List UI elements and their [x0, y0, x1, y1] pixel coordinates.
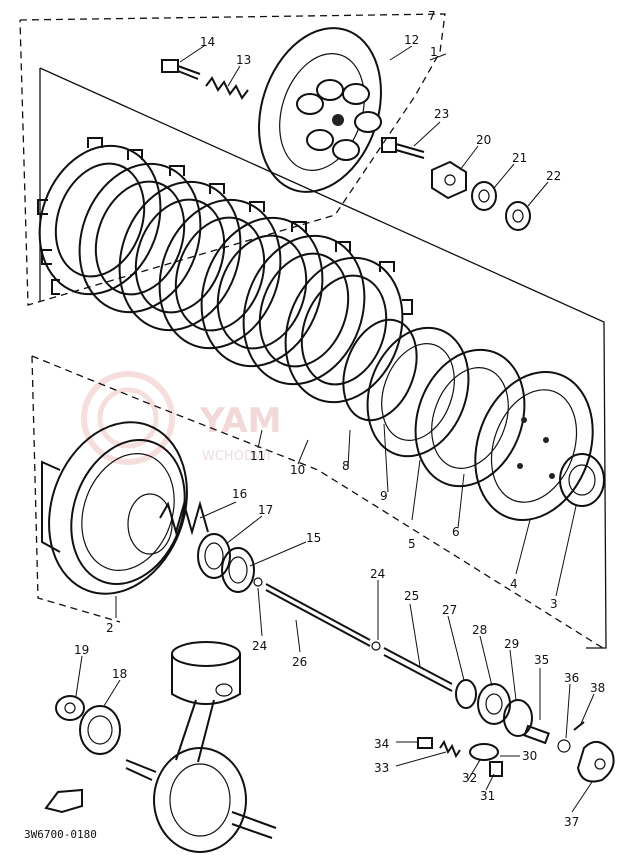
push-rod-long: [253, 577, 453, 692]
label-31: 31: [480, 789, 495, 803]
label-37: 37: [564, 815, 579, 829]
clutch-spring: [205, 76, 249, 100]
watermark-text: YAM: [199, 401, 282, 441]
watermark-subtext: WCHODWI: [202, 449, 271, 464]
crankshaft-piston: [125, 641, 277, 853]
label-26: 26: [292, 655, 307, 669]
pressure-plate: [258, 27, 382, 193]
part-labels: 1 2 3 4 5 6 7 8 9 10 11 12 13 14 15 16 1…: [74, 9, 605, 829]
clutch-housing-frame: [31, 355, 607, 651]
label-4: 4: [510, 577, 518, 591]
label-9: 9: [380, 489, 388, 503]
plain-washer: [505, 201, 531, 231]
label-24a: 24: [370, 567, 385, 581]
watermark: YAM WCHODWI: [81, 371, 282, 465]
thrust-washer: [559, 453, 605, 507]
label-25: 25: [404, 589, 419, 603]
label-21: 21: [512, 151, 527, 165]
label-2: 2: [106, 621, 114, 635]
label-7: 7: [428, 9, 436, 23]
label-36: 36: [564, 671, 579, 685]
label-15: 15: [306, 531, 321, 545]
label-32: 32: [462, 771, 477, 785]
label-20: 20: [476, 133, 491, 147]
label-5: 5: [408, 537, 416, 551]
label-24b: 24: [252, 639, 267, 653]
friction-plate-stack: [37, 137, 413, 404]
drawing-code: 3W6700-0180: [24, 828, 97, 841]
label-1: 1: [430, 45, 438, 59]
label-22: 22: [546, 169, 561, 183]
leader-lines: [75, 45, 595, 813]
clutch-plates-frame: [39, 67, 607, 649]
label-19: 19: [74, 643, 89, 657]
label-30: 30: [522, 749, 537, 763]
label-16: 16: [232, 487, 247, 501]
label-23: 23: [434, 107, 449, 121]
label-29: 29: [504, 637, 519, 651]
push-rod-short: [381, 137, 425, 159]
damper-spring: [159, 500, 209, 536]
clutch-plate: [414, 348, 526, 488]
label-13: 13: [236, 53, 251, 67]
label-3: 3: [550, 597, 558, 611]
drive-gear: [79, 705, 121, 755]
label-27: 27: [442, 603, 457, 617]
label-34: 34: [374, 737, 389, 751]
washer-17: [197, 533, 231, 579]
clutch-housing: [41, 421, 188, 595]
label-38: 38: [590, 681, 605, 695]
washer-15: [221, 547, 255, 593]
lock-washer: [471, 181, 497, 211]
label-11: 11: [250, 449, 265, 463]
label-10: 10: [290, 463, 305, 477]
wire-circlip: [342, 318, 418, 422]
label-8: 8: [342, 459, 350, 473]
label-17: 17: [258, 503, 273, 517]
push-lever-assembly: [417, 679, 615, 783]
label-35: 35: [534, 653, 549, 667]
clutch-bolt: [161, 59, 201, 80]
gear-washer: [55, 695, 85, 721]
label-18: 18: [112, 667, 127, 681]
locknut: [431, 160, 467, 200]
pressure-plate-frame: [19, 13, 446, 306]
label-33: 33: [374, 761, 389, 775]
label-14: 14: [200, 35, 215, 49]
label-12: 12: [404, 33, 419, 47]
label-28: 28: [472, 623, 487, 637]
clutch-boss: [474, 371, 594, 521]
cushion-spring: [366, 326, 470, 458]
label-6: 6: [452, 525, 460, 539]
front-arrow-icon: [44, 788, 83, 814]
